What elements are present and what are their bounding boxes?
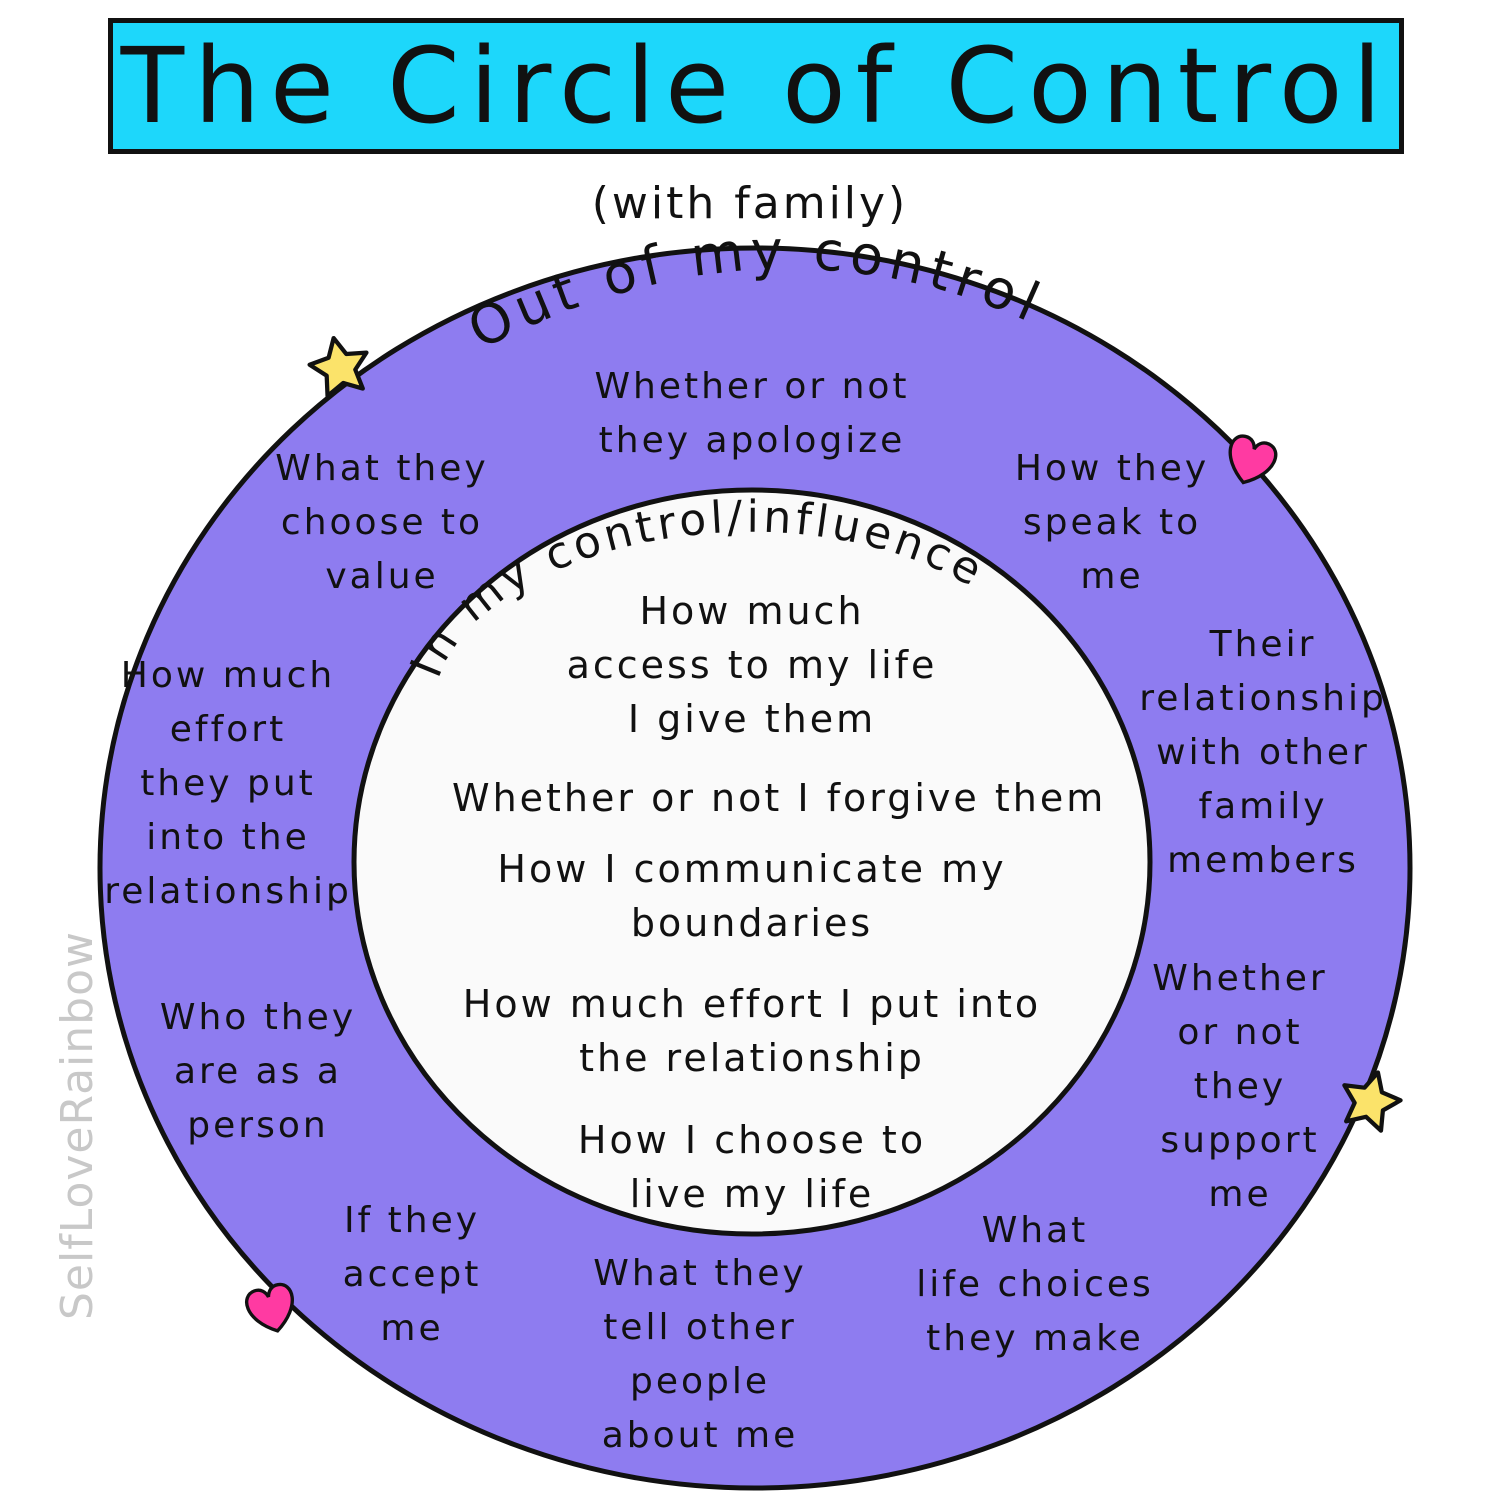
outer-text-line: tell other — [603, 1307, 797, 1348]
inner-text-block: Whether or not I forgive them — [452, 771, 1107, 825]
outer-text-block: How much effort they put into the relationsh… — [0, 649, 528, 919]
inner-text-block: How I communicate my boundaries — [452, 842, 1052, 950]
inner-text-block: How much access to my life I give them — [452, 584, 1052, 746]
outer-text-line: they put — [140, 763, 316, 804]
inner-text-block: How I choose to live my life — [452, 1113, 1052, 1221]
outer-text-line: members — [1167, 840, 1359, 881]
outer-text-line: value — [325, 556, 439, 597]
outer-text-line: person — [187, 1105, 329, 1146]
subtitle: (with family) — [591, 178, 909, 229]
outer-text-block: What they choose to value — [82, 442, 682, 604]
outer-text-line: people — [629, 1361, 771, 1402]
outer-text-line: What — [981, 1210, 1089, 1251]
title-banner: The Circle of Control — [108, 18, 1404, 154]
outer-text-line: relationship — [1139, 678, 1387, 719]
credit-watermark: SelfLoveRainbow — [52, 931, 103, 1320]
outer-text-block: What life choices they make — [735, 1204, 1335, 1366]
inner-circle — [351, 487, 1153, 1237]
outer-text-block: Their relationship with other family members — [963, 618, 1500, 888]
outer-text-line: into the — [146, 817, 310, 858]
outer-text-line: speak to — [1022, 502, 1202, 543]
outer-text-line: choose to — [280, 502, 484, 543]
inner-text-line: How much effort I put into — [462, 982, 1042, 1026]
outer-text-line: support — [1160, 1120, 1320, 1161]
outer-text-line: are as a — [174, 1051, 342, 1092]
outer-text-line: How much — [120, 655, 336, 696]
outer-text-block: What they tell other people about me — [400, 1247, 1000, 1463]
heart-icon — [244, 1282, 294, 1333]
star-icon — [1342, 1070, 1403, 1133]
outer-text-line: accept — [342, 1254, 482, 1295]
outer-text-line: Their — [1209, 624, 1317, 665]
outer-text-line: about me — [601, 1415, 799, 1456]
outer-text-line: Who they — [159, 997, 357, 1038]
outer-text-line: family — [1198, 786, 1328, 827]
outer-text-block: Whether or not they support me — [940, 952, 1500, 1222]
outer-text-line: effort — [169, 709, 287, 750]
inner-text-line: How I choose to — [577, 1118, 927, 1162]
outer-text-line: me — [1208, 1174, 1272, 1215]
outer-text-line: If they — [343, 1200, 481, 1241]
outer-text-line: they — [1193, 1066, 1287, 1107]
inner-text-line: access to my life — [566, 643, 938, 687]
outer-text-line: How they — [1014, 448, 1210, 489]
inner-text-block: How much effort I put into the relationsh… — [452, 977, 1052, 1085]
outer-text-line: with other — [1156, 732, 1370, 773]
inner-text-line: I give them — [627, 697, 877, 741]
outer-text-block: Who they are as a person — [0, 991, 558, 1153]
outer-text-line: me — [380, 1308, 444, 1349]
outer-text-line: or not — [1177, 1012, 1303, 1053]
outer-text-block: If they accept me — [112, 1194, 712, 1356]
outer-text-line: they apologize — [598, 420, 906, 461]
inner-text-line: How I communicate my — [497, 847, 1007, 891]
inner-text-line: How much — [639, 589, 865, 633]
inner-text-line: Whether or not I forgive them — [452, 776, 1107, 820]
inner-text-line: live my life — [629, 1172, 875, 1216]
inner-text-line: the relationship — [579, 1036, 925, 1080]
outer-text-line: What they — [275, 448, 489, 489]
outer-text-block: Whether or not they apologize — [452, 360, 1052, 468]
inner-text-line: boundaries — [630, 901, 874, 945]
outer-text-line: What they — [593, 1253, 807, 1294]
title-text: The Circle of Control — [120, 25, 1392, 147]
outer-text-line: life choices — [916, 1264, 1154, 1305]
outer-text-line: Whether — [1152, 958, 1328, 999]
star-icon — [307, 335, 369, 399]
outer-text-line: me — [1080, 556, 1144, 597]
outer-text-block: How they speak to me — [812, 442, 1412, 604]
outer-text-line: they make — [926, 1318, 1144, 1359]
heart-icon — [1228, 434, 1278, 485]
outer-text-line: relationship — [104, 871, 352, 912]
outer-text-line: Whether or not — [594, 366, 910, 407]
